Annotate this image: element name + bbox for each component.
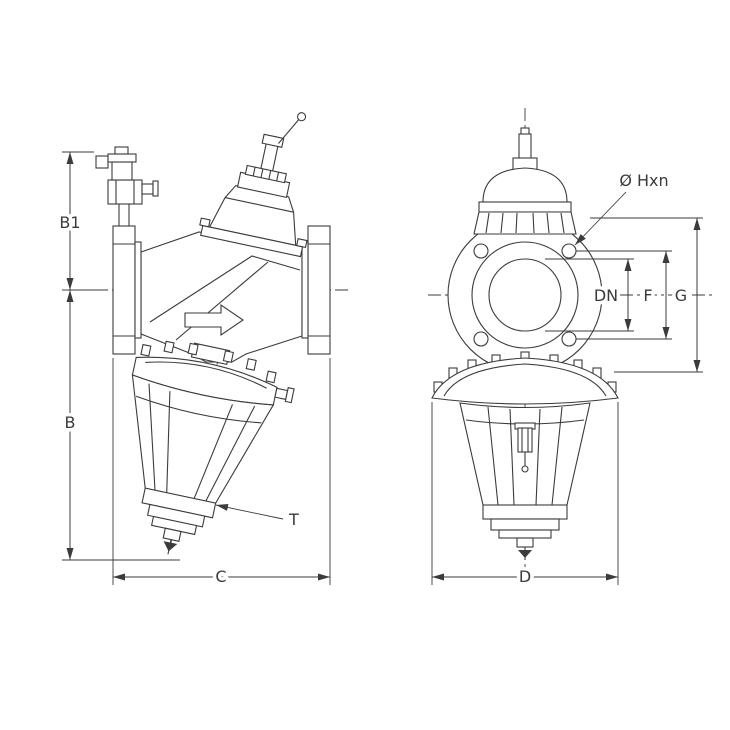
bolt-hole-icon (561, 243, 577, 259)
drain-plug-icon (163, 541, 178, 552)
bonnet (199, 112, 308, 258)
pilot-fitting (95, 146, 159, 226)
indicator-knob-icon (297, 112, 307, 122)
side-view: B1 B C T (56, 112, 350, 590)
dim-label-g: G (675, 286, 687, 305)
dim-label-b: B (65, 413, 76, 432)
flow-direction-arrow-icon (184, 303, 244, 337)
dim-label-bolt-holes: Ø Hxn (619, 171, 668, 190)
outlet-flange (301, 225, 331, 355)
inlet-flange (112, 225, 142, 355)
diaphragm-actuator-side (131, 340, 295, 555)
dim-label-b1: B1 (59, 213, 80, 232)
bolt-hole-icon (561, 331, 577, 347)
dim-label-f: F (643, 286, 652, 305)
dim-label-c: C (215, 567, 226, 586)
drain-plug-icon (518, 550, 532, 558)
cone-fitting (514, 422, 536, 473)
dim-label-dn: DN (594, 286, 618, 305)
bolt-hole-icon (473, 331, 489, 347)
dim-label-t: T (288, 510, 299, 529)
side-view-dimensions: B1 B C T (56, 151, 331, 590)
dim-label-d: D (519, 567, 531, 586)
diaphragm-actuator-front (431, 351, 619, 560)
flange-face (447, 217, 603, 373)
front-view: Ø Hxn DN F G D (428, 108, 712, 590)
bolt-hole-icon (473, 243, 489, 259)
front-view-dimensions: Ø Hxn DN F G D (431, 168, 703, 590)
spring-housing-top (473, 127, 577, 235)
